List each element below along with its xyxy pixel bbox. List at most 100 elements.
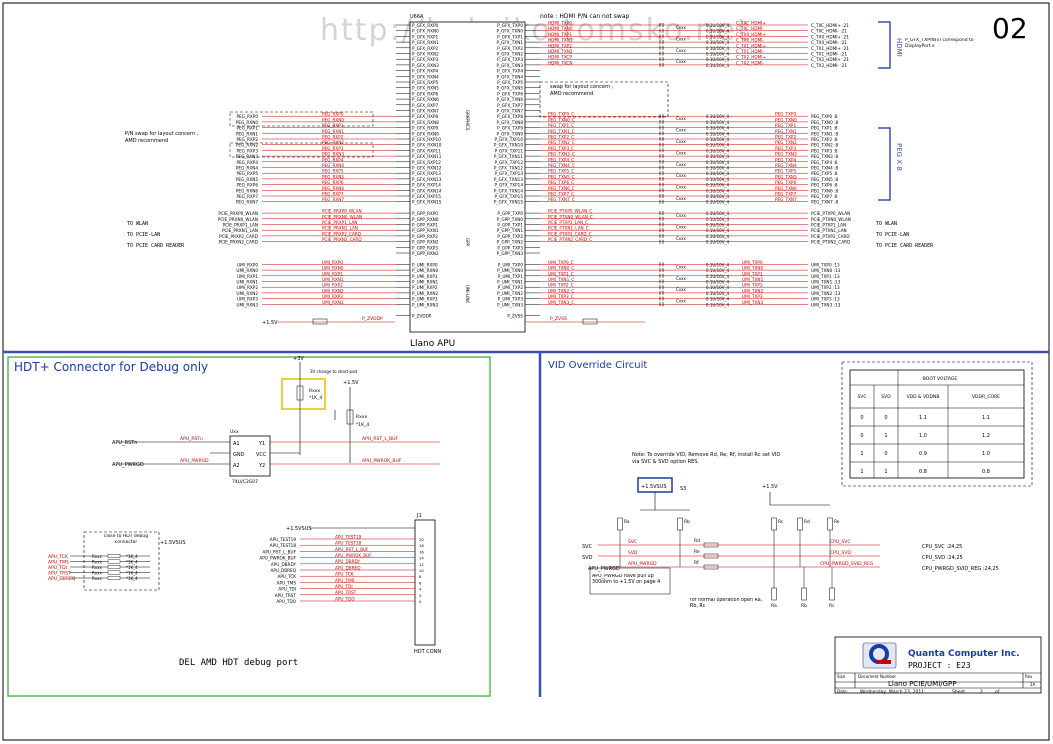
right-net-port: PEG_TXN0 :8	[811, 120, 838, 125]
apu-left-pin-label: P_UMI_RXP3	[412, 297, 438, 302]
vid-svd-net: SVD	[628, 550, 638, 556]
apu-left-pin-label: P_GFX_RXN5	[412, 86, 439, 91]
right-net-port: UMI_TXP3 :13	[811, 297, 840, 302]
apu-left-pin-label: P_GFX_RXN6	[412, 97, 439, 102]
boot-table-cell: 0.8	[982, 469, 990, 475]
close-to-hdt-box	[83, 531, 160, 591]
right-net-port: PEG_TXP5 :8	[811, 171, 838, 176]
hdt-rstn-in: APU_RSTn	[112, 440, 137, 446]
hdt-15v-supply: +1.5V	[343, 380, 359, 386]
apu-left-pin-label: P_GFX_RXP12	[412, 160, 441, 165]
hdt-conn-signal-label: APU_TDI	[335, 584, 353, 589]
hdt-conn-pin-number: 20	[419, 537, 424, 542]
vid-pullup-ref: Re	[834, 519, 840, 525]
hdt-conn-signal-label: APU_TEST18	[335, 541, 362, 546]
hdmi-cap-value: 0.1U/10V_4	[706, 23, 729, 28]
left-net-label: PEG_RXN6	[322, 186, 344, 191]
apu-right-pin-label: P_GPP_TXN1	[497, 228, 524, 233]
hdmi-out-net-label: C_TX1_HDMI-	[736, 49, 764, 54]
left-net-port: UMI_RXP2	[237, 285, 258, 290]
umi-tx-net-label: UMI_TXN2	[742, 288, 764, 293]
peg-cap-value: 0.1U/10V_4	[706, 131, 729, 136]
hdt-jtag-res-val: *1K_4	[126, 565, 138, 570]
apu-left-pin-label: P_GPP_RXP0	[412, 211, 438, 216]
apu-left-pin-label: P_UMI_RXP0	[412, 262, 438, 267]
hdt-conn-port: APU_DBREQ	[271, 568, 297, 573]
hdt-jtag-res-ref: Rxxx	[92, 571, 103, 576]
left-net-port: UMI_RXP1	[237, 274, 258, 279]
right-net-label: PEG_TXN7_C	[548, 197, 575, 202]
hdt-conn-pin-number: 8	[419, 574, 422, 579]
zvddp-net: P_ZVDDP	[362, 316, 383, 322]
right-net-label: UMI_TXN2_C	[548, 288, 574, 293]
umi-tx-net-label: UMI_TXP0	[742, 260, 763, 265]
hdmi-cap-value: 0.1U/10V_4	[706, 34, 729, 39]
right-net-label: PEG_TXN1_C	[548, 129, 575, 134]
hdt-pin-gnd: GND	[233, 452, 245, 458]
right-net-label: PEG_TXN6_C	[548, 186, 575, 191]
vid-normal-note: for normal operation open Ra, Rb, Rc	[690, 598, 763, 609]
left-net-label: UMI_RXN3	[322, 300, 344, 305]
vid-pullup-resistor	[797, 517, 803, 531]
peg-cap-value: 0.1U/10V_4	[706, 200, 729, 205]
vid-pullup-resistor	[677, 517, 683, 531]
apu-left-pin-label: P_UMI_RXN0	[412, 268, 439, 273]
peg-cap-value: 0.1U/10V_4	[706, 137, 729, 142]
vid-s3: S3	[680, 486, 686, 492]
right-net-label: PEG_TXN4_C	[548, 163, 575, 168]
peg-tx-net-label: PEG_TXN4	[775, 163, 797, 168]
hdmi-out-net-label: C_TX0_HDMI+	[736, 32, 766, 37]
right-net-port: C_TX1_HDMI+ :21	[811, 46, 849, 51]
vid-svc-net: SVC	[628, 539, 637, 545]
hdt-buffer-ref: Uxx	[230, 429, 239, 435]
left-net-port: PEG_RXN3	[236, 154, 258, 159]
hdt-conn-pin-number: 4	[419, 587, 422, 592]
right-net-label: UMI_TXP0_C	[548, 260, 574, 265]
apu-block-graphics: GRAPHICS	[465, 110, 470, 131]
right-net-port: PEG_TXN1 :8	[811, 131, 838, 136]
peg-tx-net-label: PEG_TXP0	[775, 112, 796, 117]
vid-pwrgd-note: APU_PWRGD have pull up 300ohm to +1.5V o…	[592, 574, 661, 585]
apu-right-pin-label: P_GFX_TXP12	[494, 160, 523, 165]
vid-pullup-resistor	[617, 517, 623, 531]
right-net-port: C_TX0_HDMI- :21	[811, 40, 847, 45]
hdt-jtag-resistor	[107, 554, 121, 559]
left-net-port: UMI_RXN1	[236, 280, 258, 285]
hdt-conn-port: APU_TMS	[277, 580, 297, 585]
hdt-conn-signal-label: APU_DBRDY	[335, 559, 361, 564]
boot-table-cell: 1	[884, 433, 887, 439]
umi-tx-net-label: UMI_TXP1	[742, 271, 763, 276]
right-net-port: C_TX2_HDMI- :21	[811, 63, 847, 68]
vid-pullup-ref: Ra	[624, 519, 630, 525]
apu-left-pin-label: P_GFX_RXN15	[412, 200, 442, 205]
right-net-label: PEG_TXP4_C	[548, 157, 574, 162]
zvddp-supply: +1.5V	[262, 320, 278, 326]
sheet-value: 2	[980, 689, 983, 695]
peg-tx-net-label: PEG_TXP4	[775, 157, 796, 162]
hdt-conn-signal-label: APU_TCK	[335, 572, 354, 577]
vid-out-svc: CPU_SVC :24,25	[922, 544, 962, 550]
left-net-label: PCIE_PRXN2_CARD	[322, 237, 362, 242]
apu-left-pin-label: P_GPP_RXP2	[412, 234, 438, 239]
hdt-conn-signal-label: APU_RST_L_BUF	[335, 547, 369, 552]
left-net-label: UMI_RXP0	[322, 260, 343, 265]
apu-right-pin-label: P_GFX_TXP10	[494, 137, 523, 142]
vid-cpu-svd-net: CPU_SVD	[830, 550, 851, 556]
hdt-jtag-resistor	[107, 570, 121, 575]
boot-table-header: VDD & VDDNB	[907, 394, 940, 400]
boot-table-title: BOOT VOLTAGE	[923, 376, 958, 382]
left-net-label: PEG_RXP6	[322, 180, 344, 185]
apu-right-pin-label: P_UMI_TXN0	[497, 268, 523, 273]
apu-block-umi: UMI-LINK	[465, 285, 470, 303]
apu-left-pin-label: P_GPP_RXN2	[412, 240, 439, 245]
boot-table-header: VDDR_CORE	[972, 394, 1000, 400]
left-net-label: PEG_RXN3	[322, 152, 344, 157]
hdt-jtag-net: APU_DBREQ	[48, 576, 76, 582]
right-net-label: PCIE_PTXN0_WLAN_C	[548, 214, 593, 219]
hdt-conn-port: APU_PWROK_BUF	[259, 556, 296, 561]
right-net-label: PEG_TXN0_C	[548, 117, 575, 122]
apu-left-pin-label: P_ZVDDP	[412, 314, 432, 319]
right-net-label: PEG_TXN2_C	[548, 140, 575, 145]
vid-svd-in: SVD	[582, 555, 593, 561]
hdt-pwrgd-net: APU_PWRGD	[180, 458, 209, 464]
